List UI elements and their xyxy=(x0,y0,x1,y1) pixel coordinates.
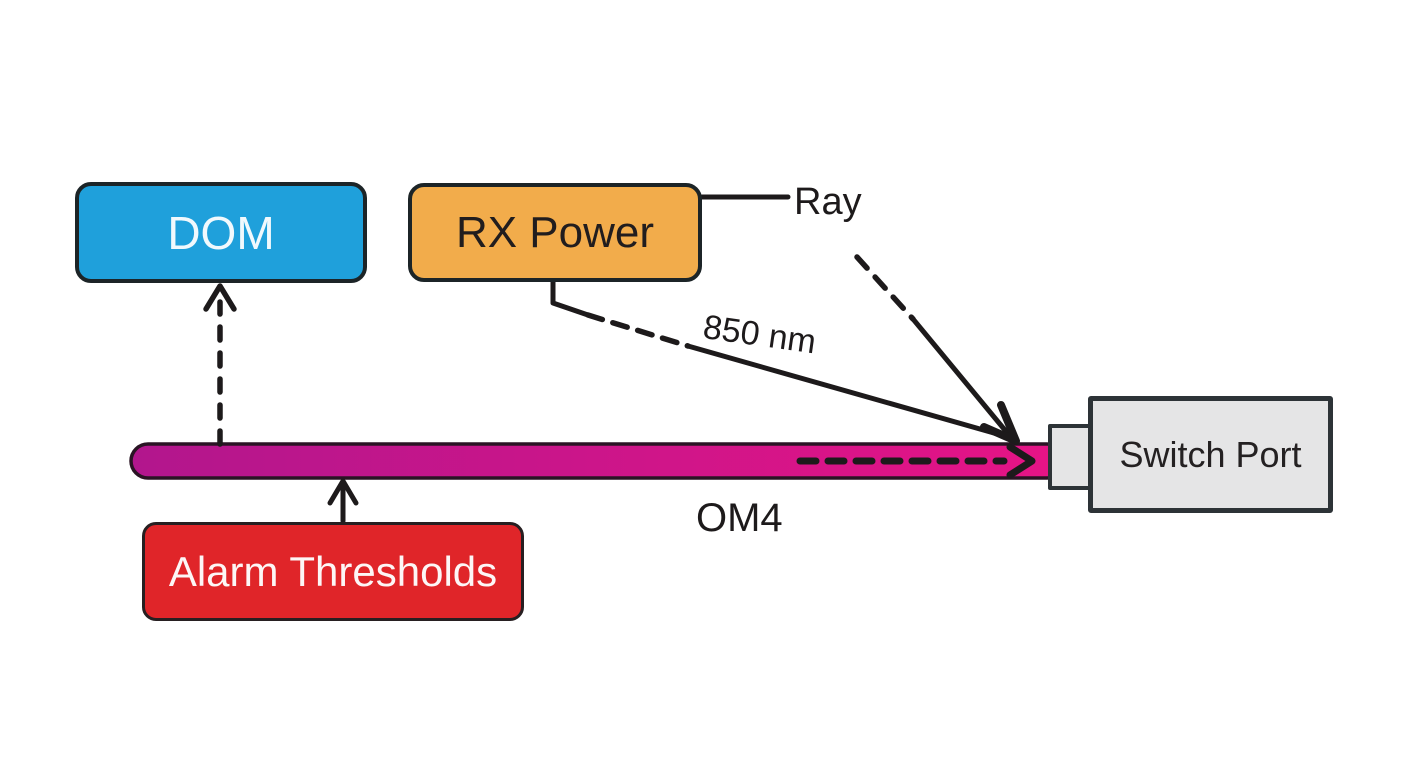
switch-port-connector xyxy=(1048,424,1094,490)
label-ray: Ray xyxy=(794,181,862,223)
node-switch-port-label: Switch Port xyxy=(1119,433,1302,475)
node-rx-power: RX Power xyxy=(408,183,702,282)
node-switch-port: Switch Port xyxy=(1088,396,1333,513)
rx-power-leader-solid-start xyxy=(550,279,591,318)
convergence-arrow-head xyxy=(980,401,1020,445)
arrow-alarm-to-fiber-head xyxy=(327,478,359,506)
node-dom-label: DOM xyxy=(167,206,275,259)
node-rx-power-label: RX Power xyxy=(455,207,655,257)
node-dom: DOM xyxy=(75,182,367,283)
rx-power-leader-solid-end xyxy=(685,343,1011,440)
label-om4: OM4 xyxy=(696,496,783,540)
node-alarm-thresholds-label: Alarm Thresholds xyxy=(168,547,498,595)
fiber-signal-arrow-head xyxy=(1006,443,1036,479)
node-alarm-thresholds: Alarm Thresholds xyxy=(142,522,524,621)
arrow-fiber-to-dom-head xyxy=(203,283,237,312)
ray-leader-solid xyxy=(910,316,1012,438)
rx-power-leader-dashed xyxy=(585,312,691,349)
ray-leader-dashed xyxy=(854,254,916,322)
